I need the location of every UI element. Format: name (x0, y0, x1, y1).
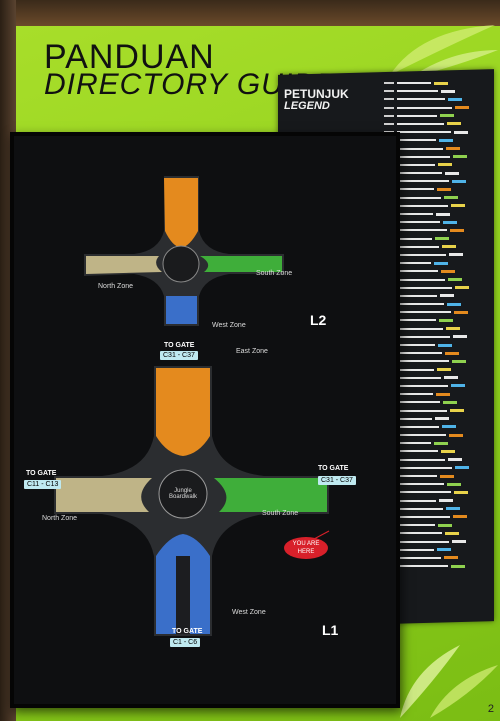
legend-row (384, 96, 490, 102)
top-gate-code: C31 - C37 (160, 351, 198, 360)
upper-south-zone (200, 256, 282, 272)
lower-level-tag: L1 (322, 622, 339, 638)
top-gate-heading: TO GATE (164, 342, 195, 349)
left-gate-heading: TO GATE (26, 470, 57, 477)
legend-title: PETUNJUK LEGEND (284, 88, 349, 112)
lower-level-map (54, 366, 330, 636)
lower-east-zone (156, 368, 210, 456)
upper-north-zone-label: North Zone (98, 283, 134, 290)
bottom-gate-code: C1 - C6 (170, 638, 201, 647)
legend-row (384, 105, 490, 111)
legend-row (384, 88, 490, 94)
lower-north-zone (56, 478, 152, 512)
lower-south-zone-label: South Zone (262, 510, 299, 517)
legend-row (384, 121, 490, 127)
legend-row (384, 113, 490, 119)
upper-south-zone-label: South Zone (256, 270, 293, 277)
upper-west-zone-label: West Zone (212, 322, 246, 329)
page-number: 2 (487, 703, 494, 715)
legend-subheading: LEGEND (284, 100, 330, 112)
terminal-map (54, 176, 330, 636)
upper-east-zone (164, 178, 198, 248)
right-gate-heading: TO GATE (318, 465, 349, 472)
upper-north-zone (86, 256, 162, 274)
east-zone-label: East Zone (236, 348, 268, 355)
upper-west-zone (166, 296, 197, 324)
center-label: Jungle Boardwalk (168, 488, 197, 500)
upper-level-tag: L2 (310, 312, 327, 328)
bottom-gate-heading: TO GATE (172, 628, 203, 635)
you-are-here-marker: YOU ARE HERE (284, 537, 328, 559)
sign-title-line1: PANDUAN (44, 38, 215, 76)
left-gate-code: C11 - C13 (24, 480, 62, 489)
lower-north-zone-label: North Zone (42, 515, 78, 522)
ceiling (0, 0, 500, 26)
legend-row (384, 80, 490, 86)
legend-heading: PETUNJUK (284, 87, 349, 101)
lower-south-zone (214, 478, 327, 512)
lower-west-zone-label: West Zone (232, 609, 266, 616)
upper-level-map (84, 176, 284, 326)
right-gate-code: C31 - C37 (318, 476, 356, 485)
leaf-graphic-bottom (400, 645, 498, 718)
